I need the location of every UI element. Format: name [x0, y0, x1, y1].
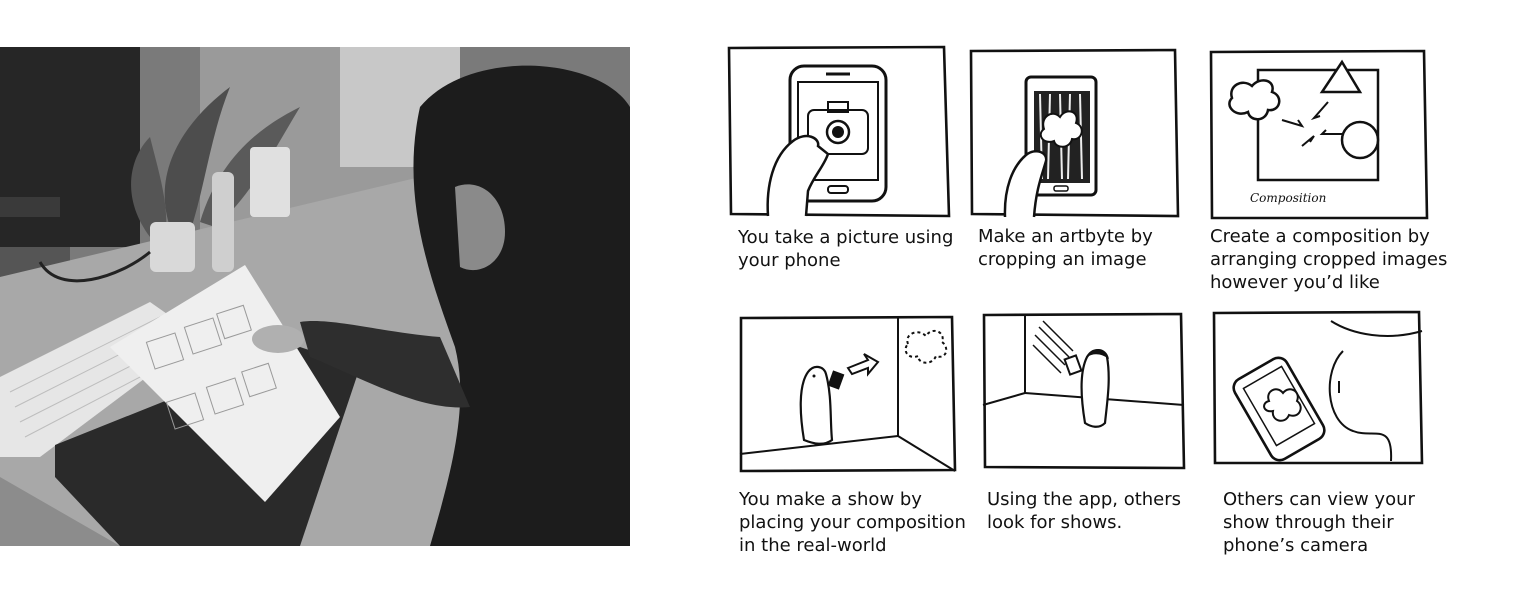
- sketch-make-show: [739, 315, 957, 473]
- storyboard-panel-view-show: Others can view your show through their …: [1212, 310, 1424, 556]
- sketch-label-composition: Composition: [1250, 191, 1326, 205]
- sketch-make-artbyte: [969, 48, 1180, 218]
- desk-photo: [0, 47, 630, 546]
- storyboard-panel-make-show: You make a show by placing your composit…: [739, 315, 966, 556]
- panel-caption: Make an artbyte by cropping an image: [978, 226, 1153, 270]
- sketch-look-for-shows: [982, 312, 1186, 470]
- panel-caption: You take a picture using your phone: [738, 227, 954, 271]
- sketch-view-show: [1212, 310, 1424, 465]
- storyboard-panel-create-composition: Composition Create a composition by arra…: [1209, 49, 1447, 293]
- storyboard-panel-look-for-shows: Using the app, others look for shows.: [982, 312, 1186, 533]
- panel-caption: Create a composition by arranging croppe…: [1210, 226, 1448, 293]
- storyboard-panel-make-artbyte: Make an artbyte by cropping an image: [969, 48, 1180, 270]
- storyboard-panel-take-picture: You take a picture using your phone: [727, 45, 953, 271]
- panel-caption: Others can view your show through their …: [1223, 489, 1415, 556]
- sketch-take-picture: [727, 45, 951, 218]
- panel-caption: You make a show by placing your composit…: [739, 489, 966, 556]
- sketch-create-composition: Composition: [1209, 49, 1429, 220]
- panel-caption: Using the app, others look for shows.: [987, 489, 1182, 533]
